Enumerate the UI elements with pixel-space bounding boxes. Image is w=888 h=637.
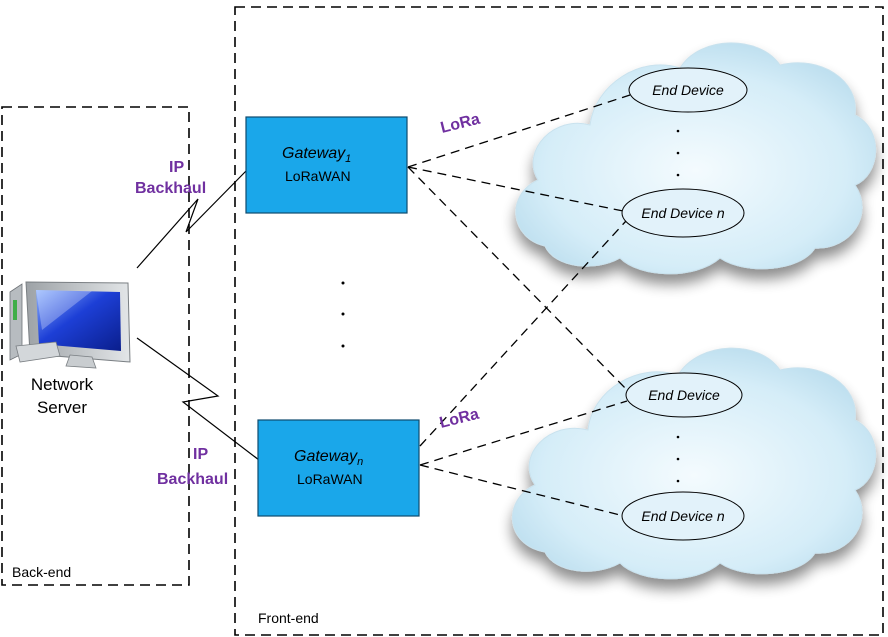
computer-icon <box>9 281 131 369</box>
backhaul-1-label-backhaul: Backhaul <box>135 180 206 197</box>
end-device-top-1-label: End Device <box>652 82 724 98</box>
gateway-1-subscript: 1 <box>345 153 351 165</box>
end-device-top-1: End Device <box>628 67 748 113</box>
gateway-1-protocol: LoRaWAN <box>285 168 351 184</box>
cloud-top <box>515 42 877 275</box>
backend-label: Back-end <box>12 564 71 580</box>
end-device-bottom-n: End Device n <box>621 491 745 541</box>
end-device-bottom-1-label: End Device <box>648 387 720 403</box>
gateway-1: Gateway1 LoRaWAN <box>245 116 408 214</box>
gateway-1-name: Gateway <box>282 145 346 162</box>
svg-text:Gatewayn: Gatewayn <box>294 448 363 468</box>
lora-links <box>407 94 631 517</box>
backhaul-1-label-ip: IP <box>169 159 184 176</box>
backhaul-2-label-backhaul: Backhaul <box>157 471 228 488</box>
network-server-label-line2: Server <box>37 398 87 417</box>
gateway-n-name: Gateway <box>294 448 358 465</box>
frontend-zone <box>234 6 884 636</box>
gateway-n-subscript: n <box>357 456 363 468</box>
lora-label-2: LoRa <box>438 406 481 432</box>
cloud-bottom <box>512 347 877 580</box>
backhaul-link-2 <box>136 337 260 461</box>
network-server-label-line1: Network <box>31 375 94 394</box>
device-ellipsis-top <box>676 129 680 177</box>
gateway-n: Gatewayn LoRaWAN <box>257 419 420 517</box>
backhaul-2-label-ip: IP <box>193 446 208 463</box>
end-device-bottom-n-label: End Device n <box>641 508 724 524</box>
gateway-n-protocol: LoRaWAN <box>297 471 363 487</box>
backend-zone <box>1 106 190 586</box>
end-device-top-n-label: End Device n <box>641 205 724 221</box>
svg-text:Gateway1: Gateway1 <box>282 145 351 165</box>
lora-label-1: LoRa <box>439 111 482 137</box>
gateway-ellipsis <box>341 281 345 348</box>
end-device-bottom-1: End Device <box>625 372 743 418</box>
end-device-top-n: End Device n <box>621 188 745 238</box>
backhaul-link-1 <box>136 169 248 269</box>
device-ellipsis-bottom <box>676 435 680 483</box>
frontend-label: Front-end <box>258 610 319 626</box>
